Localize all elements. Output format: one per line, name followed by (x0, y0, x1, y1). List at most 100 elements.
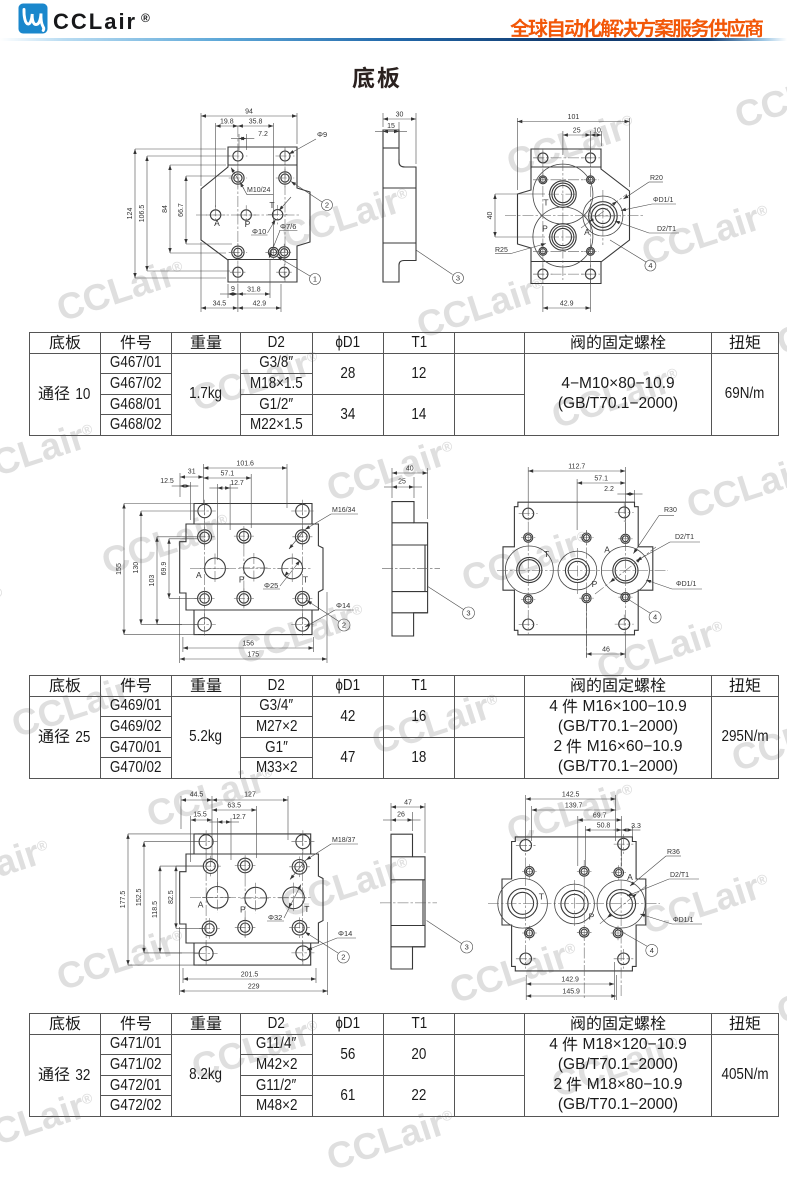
svg-text:T: T (269, 200, 274, 210)
svg-text:40: 40 (487, 212, 494, 220)
svg-text:M16/34: M16/34 (332, 507, 355, 514)
svg-text:Φ25: Φ25 (264, 581, 278, 590)
svg-text:175: 175 (247, 652, 259, 659)
svg-text:106.5: 106.5 (139, 205, 146, 223)
svg-text:2: 2 (325, 201, 329, 210)
svg-text:A: A (604, 545, 610, 555)
svg-text:R20: R20 (650, 175, 663, 182)
svg-text:63.5: 63.5 (227, 803, 241, 810)
svg-text:7.2: 7.2 (258, 131, 268, 138)
svg-text:2: 2 (342, 621, 346, 630)
svg-text:P: P (245, 219, 251, 229)
svg-text:A: A (627, 872, 633, 882)
svg-text:Φ9: Φ9 (317, 130, 327, 139)
svg-text:19.8: 19.8 (220, 119, 234, 126)
svg-text:M10/24: M10/24 (247, 187, 270, 194)
svg-text:T: T (303, 575, 308, 585)
svg-text:4: 4 (650, 946, 654, 955)
svg-text:156: 156 (242, 641, 254, 648)
svg-text:15.5: 15.5 (193, 812, 207, 819)
svg-text:A: A (584, 227, 590, 237)
svg-text:T: T (304, 904, 309, 914)
svg-text:A: A (198, 900, 204, 910)
svg-text:T: T (543, 198, 548, 208)
svg-text:142.9: 142.9 (561, 977, 579, 984)
svg-text:R25: R25 (495, 247, 508, 254)
svg-text:R36: R36 (667, 849, 680, 856)
svg-text:124: 124 (127, 208, 134, 220)
svg-text:A: A (196, 570, 202, 580)
svg-text:P: P (542, 224, 548, 234)
svg-text:Φ10: Φ10 (252, 227, 266, 236)
svg-text:P: P (592, 579, 598, 589)
svg-text:42.9: 42.9 (253, 301, 267, 308)
svg-text:25: 25 (398, 479, 406, 486)
svg-text:3: 3 (466, 609, 470, 618)
svg-text:47: 47 (404, 800, 412, 807)
svg-text:R30: R30 (664, 507, 677, 514)
svg-text:12.7: 12.7 (232, 814, 246, 821)
svg-text:3: 3 (465, 943, 469, 952)
svg-text:4: 4 (648, 261, 652, 270)
svg-text:127: 127 (244, 792, 256, 799)
svg-text:94: 94 (245, 109, 253, 116)
svg-text:30: 30 (396, 112, 404, 119)
svg-text:50.8: 50.8 (597, 823, 611, 830)
svg-text:142.5: 142.5 (562, 792, 580, 799)
svg-text:T: T (544, 549, 549, 559)
svg-text:34.5: 34.5 (213, 301, 227, 308)
svg-text:46: 46 (602, 647, 610, 654)
svg-text:ΦD1/1: ΦD1/1 (676, 581, 696, 588)
svg-text:57.1: 57.1 (220, 471, 234, 478)
svg-text:1: 1 (313, 275, 317, 284)
svg-text:3.3: 3.3 (631, 823, 641, 830)
svg-text:ΦD1/1: ΦD1/1 (653, 197, 673, 204)
svg-text:D2/T1: D2/T1 (675, 534, 694, 541)
svg-text:35.8: 35.8 (249, 119, 263, 126)
svg-text:84: 84 (162, 205, 169, 213)
svg-text:Φ14: Φ14 (336, 601, 350, 610)
svg-text:15: 15 (387, 123, 395, 130)
svg-text:40: 40 (406, 466, 414, 473)
svg-text:9: 9 (231, 286, 235, 293)
svg-text:177.5: 177.5 (120, 891, 127, 909)
svg-text:2: 2 (341, 953, 345, 962)
svg-text:Φ7/6: Φ7/6 (280, 222, 296, 231)
svg-text:155: 155 (116, 563, 123, 575)
svg-text:31.8: 31.8 (247, 287, 261, 294)
svg-text:25: 25 (573, 128, 581, 135)
svg-text:Φ32: Φ32 (268, 913, 282, 922)
svg-text:T: T (539, 892, 544, 902)
svg-text:10: 10 (593, 128, 601, 135)
svg-text:2.2: 2.2 (604, 486, 614, 493)
svg-text:P: P (240, 905, 246, 915)
svg-text:Φ14: Φ14 (338, 929, 352, 938)
svg-text:69.7: 69.7 (593, 813, 607, 820)
svg-text:P: P (589, 912, 595, 922)
svg-text:42.9: 42.9 (560, 301, 574, 308)
svg-text:A: A (214, 218, 220, 228)
svg-text:66.7: 66.7 (178, 203, 185, 217)
svg-text:101.6: 101.6 (236, 461, 254, 468)
svg-text:31: 31 (188, 469, 196, 476)
svg-text:12.7: 12.7 (230, 480, 244, 487)
svg-text:D2/T1: D2/T1 (670, 872, 689, 879)
svg-text:229: 229 (248, 984, 260, 991)
svg-text:69.9: 69.9 (161, 562, 168, 576)
svg-text:118.5: 118.5 (152, 901, 159, 918)
svg-text:57.1: 57.1 (594, 476, 608, 483)
svg-text:D2/T1: D2/T1 (657, 226, 676, 233)
svg-text:12.5: 12.5 (160, 478, 174, 485)
svg-text:44.5: 44.5 (190, 792, 204, 799)
svg-text:3: 3 (456, 274, 460, 283)
svg-text:82.5: 82.5 (168, 890, 175, 904)
svg-text:ΦD1/1: ΦD1/1 (673, 917, 693, 924)
svg-text:112.7: 112.7 (568, 464, 585, 471)
svg-text:201.5: 201.5 (241, 972, 259, 979)
svg-text:101: 101 (568, 114, 580, 121)
svg-text:4: 4 (653, 613, 657, 622)
svg-text:130: 130 (133, 562, 140, 574)
svg-text:152.5: 152.5 (136, 888, 143, 906)
svg-text:139.7: 139.7 (565, 803, 583, 810)
svg-text:145.9: 145.9 (562, 989, 580, 996)
